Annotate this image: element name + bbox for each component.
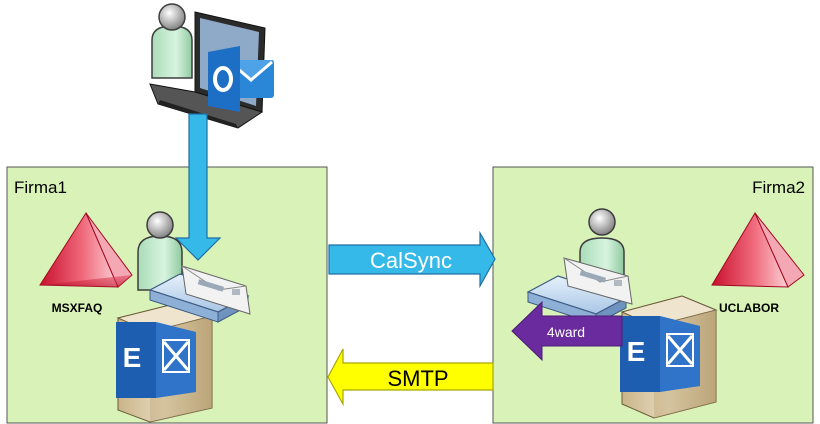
exchange-server-icon: E [620,295,718,419]
company-right-label: Firma2 [752,178,805,197]
user-icon [137,211,183,291]
left-exchange-group: E [116,211,251,423]
forest-pyramid-icon [711,211,805,288]
forward-arrow-label: 4ward [547,324,585,340]
smtp-arrow [327,348,494,407]
forest-left-label: MSXFAQ [52,301,103,315]
forest-right-label: UCLABOR [719,301,779,315]
mailbox-icon [148,265,251,323]
forest-pyramid-icon [39,211,133,288]
company-left-label: Firma1 [14,178,67,197]
smtp-arrow-label: SMTP [387,366,448,391]
svg-text:E: E [627,336,646,367]
forward-arrow [511,300,623,362]
outlook-icon [208,46,274,112]
user-icon [151,3,193,79]
exchange-server-icon: E [116,301,214,423]
laptop-user-group [149,3,274,129]
client-access-arrow [174,113,222,261]
svg-text:E: E [123,342,142,373]
calsync-arrow [328,230,496,289]
calsync-arrow-label: CalSync [370,248,452,273]
